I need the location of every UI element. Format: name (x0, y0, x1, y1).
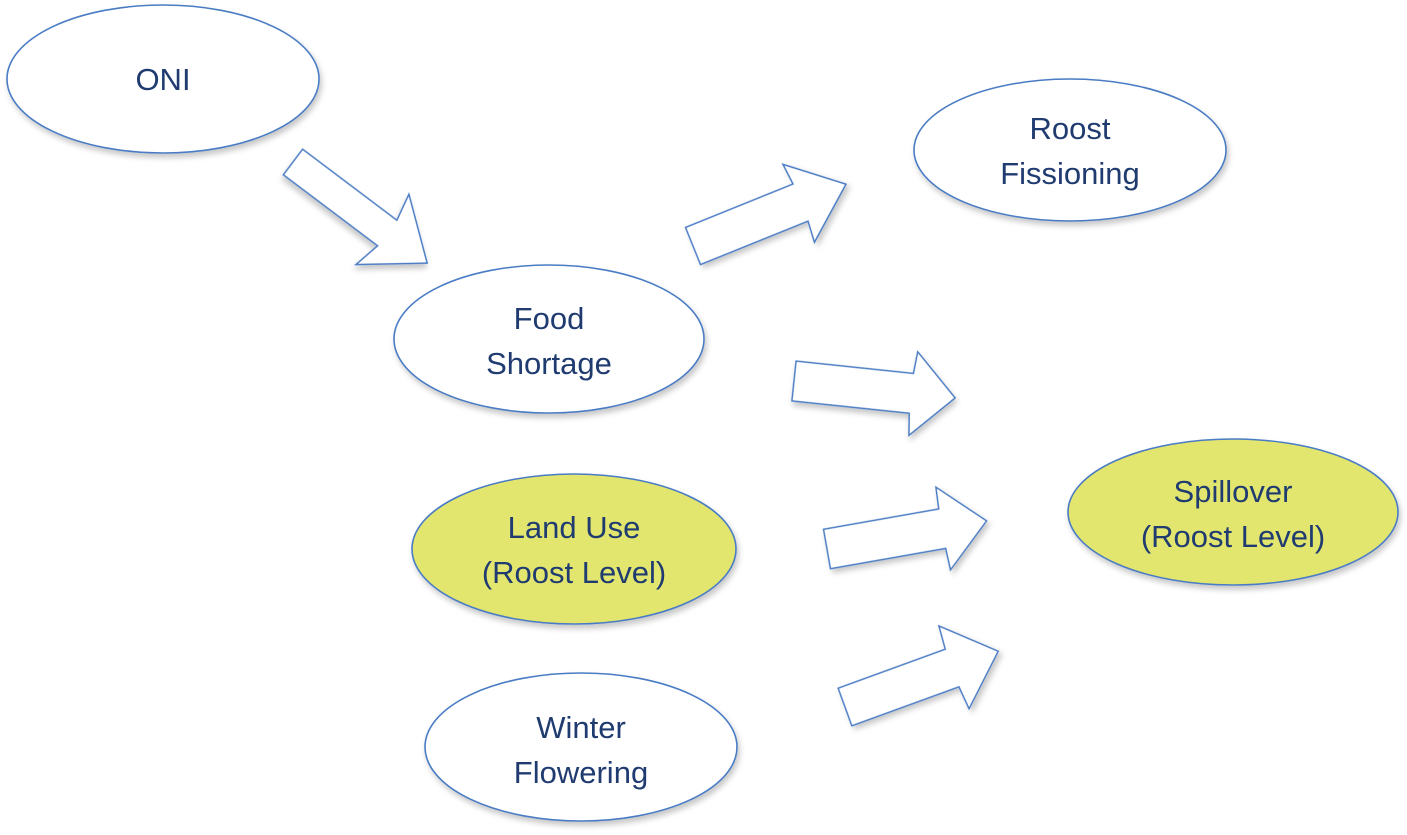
node-roost-fissioning-ellipse (913, 78, 1227, 222)
node-winter-flowering-label-line1: Winter (536, 710, 626, 745)
node-food-shortage-label-line2: Shortage (486, 346, 612, 381)
node-roost-fissioning: Roost Fissioning (913, 78, 1227, 222)
node-oni-label: ONI (135, 62, 190, 97)
node-spillover-label-line1: Spillover (1174, 474, 1293, 509)
node-winter-flowering-ellipse (424, 672, 738, 822)
node-winter-flowering-label-line2: Flowering (514, 755, 648, 790)
node-food-shortage-ellipse (393, 264, 705, 414)
node-land-use-label-line2: (Roost Level) (482, 555, 666, 590)
node-roost-fissioning-label-line2: Fissioning (1000, 156, 1140, 191)
node-food-shortage: Food Shortage (393, 264, 705, 414)
arrow-oni-to-food-shortage (282, 148, 429, 266)
node-oni-ellipse (6, 4, 320, 154)
node-winter-flowering: Winter Flowering (424, 672, 738, 822)
node-land-use-ellipse (411, 473, 737, 625)
node-spillover: Spillover (Roost Level) (1067, 438, 1399, 586)
arrow-food-shortage-to-roost-fissioning (684, 163, 848, 266)
node-roost-fissioning-label-line1: Roost (1030, 111, 1111, 146)
node-food-shortage-label-line1: Food (514, 301, 585, 336)
arrow-food-shortage-to-spillover (791, 350, 957, 437)
arrow-winter-flowering-to-spillover (837, 624, 1000, 727)
node-spillover-label-line2: (Roost Level) (1141, 519, 1325, 554)
node-spillover-ellipse (1067, 438, 1399, 586)
node-oni: ONI (6, 4, 320, 154)
node-land-use: Land Use (Roost Level) (411, 473, 737, 625)
arrow-land-use-to-spillover (822, 485, 988, 572)
node-land-use-label-line1: Land Use (508, 510, 641, 545)
